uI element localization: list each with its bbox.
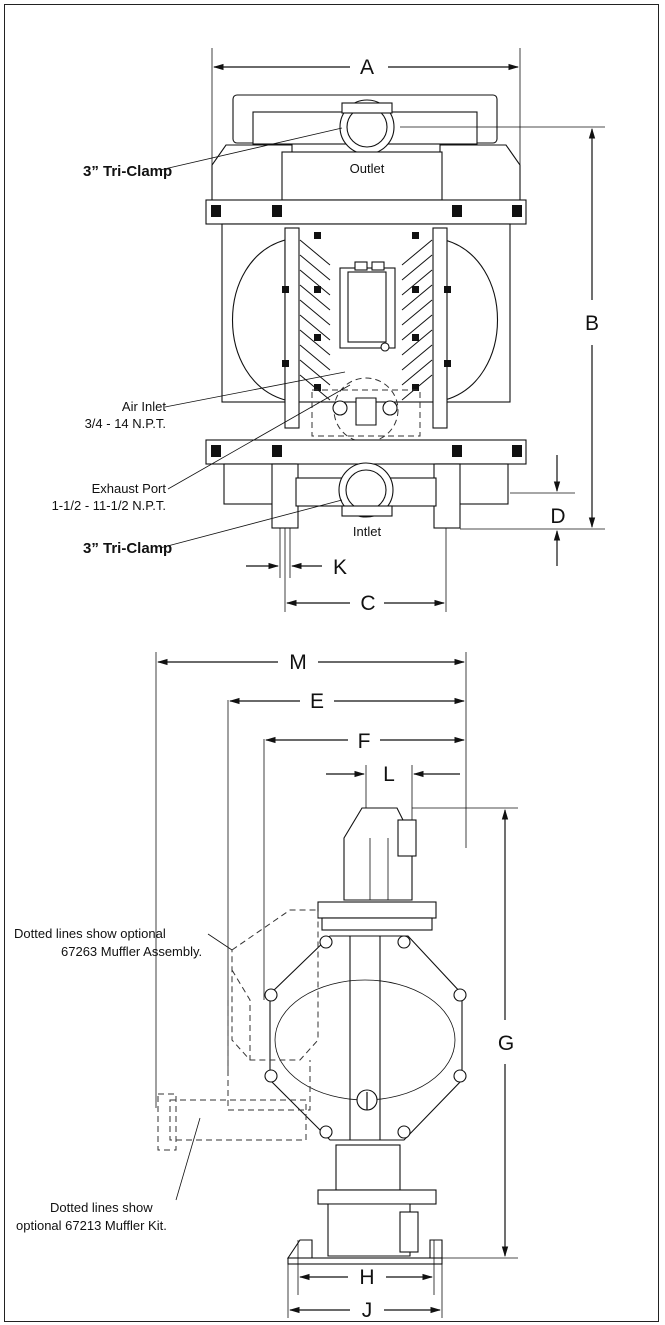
dimension-label-k: K: [333, 556, 347, 579]
dimension-label-m: M: [289, 651, 307, 674]
dimension-label-f: F: [358, 730, 371, 753]
dimension-label-a: A: [360, 56, 374, 79]
muffler-kit-note-line1: Dotted lines show: [50, 1200, 153, 1215]
dimension-label-d: D: [550, 505, 565, 528]
inlet-label: Intlet: [353, 524, 382, 539]
drawing-frame: [4, 4, 659, 1322]
muffler-assembly-note-line1: Dotted lines show optional: [14, 926, 166, 941]
muffler-assembly-note-line2: 67263 Muffler Assembly.: [61, 944, 202, 959]
side-view: [155, 652, 518, 1318]
dimension-label-l: L: [383, 763, 395, 786]
dimension-label-c: C: [360, 592, 375, 615]
air-inlet-spec: 3/4 - 14 N.P.T.: [85, 416, 166, 431]
dimension-label-g: G: [498, 1032, 514, 1055]
air-inlet-label: Air Inlet: [122, 399, 166, 414]
tri-clamp-top-callout: 3” Tri-Clamp: [83, 163, 172, 180]
dimension-label-b: B: [585, 312, 599, 335]
tri-clamp-bottom-callout: 3” Tri-Clamp: [83, 540, 172, 557]
dimension-label-e: E: [310, 690, 324, 713]
front-view: [159, 48, 605, 612]
dimension-label-j: J: [362, 1299, 373, 1322]
outlet-label: Outlet: [350, 161, 385, 176]
muffler-kit-note-line2: optional 67213 Muffler Kit.: [16, 1218, 167, 1233]
exhaust-port-label: Exhaust Port: [92, 481, 167, 496]
dimension-label-h: H: [359, 1266, 374, 1289]
exhaust-port-spec: 1-1/2 - 11-1/2 N.P.T.: [52, 498, 166, 513]
